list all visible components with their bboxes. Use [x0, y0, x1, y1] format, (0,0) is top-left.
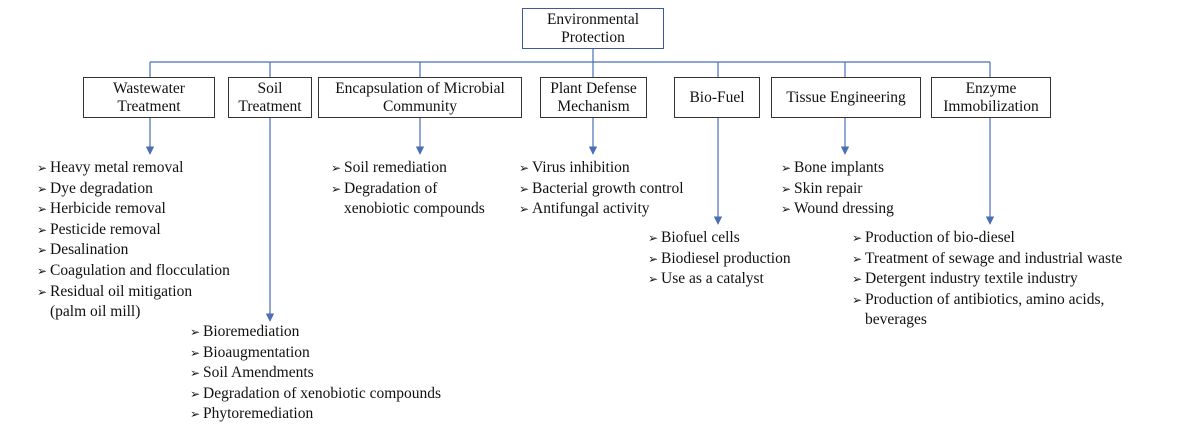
arrow-bullet-icon: ➢ [519, 181, 530, 196]
list-item: ➢Production of antibiotics, amino acids,… [852, 290, 1122, 331]
list-item: ➢Desalination [37, 240, 230, 261]
arrow-bullet-icon: ➢ [37, 222, 48, 237]
list-item: ➢Pesticide removal [37, 220, 230, 241]
list-item: ➢Dye degradation [37, 179, 230, 200]
node-soil-treatment: Soil Treatment [228, 77, 312, 118]
arrow-bullet-icon: ➢ [852, 272, 863, 287]
node-bio-fuel-label: Bio-Fuel [689, 88, 745, 106]
list-plant-defense: ➢Virus inhibition ➢Bacterial growth cont… [519, 158, 684, 220]
list-item: ➢Production of bio-diesel [852, 228, 1122, 249]
list-wastewater: ➢Heavy metal removal ➢Dye degradation ➢H… [37, 158, 230, 323]
list-item: ➢Degradation of xenobiotic compounds [190, 384, 441, 405]
arrow-bullet-icon: ➢ [852, 251, 863, 266]
arrow-bullet-icon: ➢ [190, 325, 201, 339]
list-item: ➢Bioremediation [190, 322, 441, 343]
node-soil-treatment-label: Soil Treatment [238, 79, 302, 115]
list-item: ➢Bioaugmentation [190, 343, 441, 364]
arrow-bullet-icon: ➢ [37, 263, 48, 278]
arrow-bullet-icon: ➢ [331, 181, 342, 196]
list-item: ➢Detergent industry textile industry [852, 269, 1122, 290]
node-plant-defense: Plant Defense Mechanism [540, 77, 647, 118]
node-plant-defense-label: Plant Defense Mechanism [550, 79, 637, 115]
node-encapsulation: Encapsulation of Microbial Community [318, 77, 522, 118]
list-item: ➢Antifungal activity [519, 199, 684, 220]
arrow-bullet-icon: ➢ [190, 386, 201, 401]
list-item: ➢Treatment of sewage and industrial wast… [852, 249, 1122, 270]
arrow-bullet-icon: ➢ [190, 345, 201, 360]
list-soil: ➢Bioremediation ➢Bioaugmentation ➢Soil A… [190, 322, 441, 425]
node-tissue-engineering-label: Tissue Engineering [786, 88, 906, 106]
arrow-bullet-icon: ➢ [781, 161, 792, 175]
arrow-bullet-icon: ➢ [37, 202, 48, 217]
node-wastewater-treatment: Wastewater Treatment [83, 77, 215, 118]
arrow-bullet-icon: ➢ [37, 243, 48, 258]
arrow-bullet-icon: ➢ [781, 202, 792, 217]
list-item: ➢Degradation of xenobiotic compounds [331, 179, 485, 220]
list-item: ➢Bacterial growth control [519, 179, 684, 200]
root-node-label: Environmental Protection [546, 10, 640, 46]
arrow-bullet-icon: ➢ [648, 272, 659, 287]
list-item: ➢Biodiesel production [648, 249, 791, 270]
list-item: ➢Coagulation and flocculation [37, 261, 230, 282]
list-item: ➢Herbicide removal [37, 199, 230, 220]
list-item: ➢Virus inhibition [519, 158, 684, 179]
list-encapsulation: ➢Soil remediation ➢Degradation of xenobi… [331, 158, 485, 220]
arrow-bullet-icon: ➢ [37, 181, 48, 196]
list-item: ➢Phytoremediation [190, 404, 441, 425]
list-item: ➢Skin repair [781, 179, 894, 200]
list-item: ➢Wound dressing [781, 199, 894, 220]
node-tissue-engineering: Tissue Engineering [771, 77, 921, 118]
arrow-bullet-icon: ➢ [331, 161, 342, 175]
arrow-bullet-icon: ➢ [781, 181, 792, 196]
list-item: ➢Soil Amendments [190, 363, 441, 384]
arrow-bullet-icon: ➢ [519, 202, 530, 217]
list-item: ➢Heavy metal removal [37, 158, 230, 179]
arrow-bullet-icon: ➢ [37, 284, 48, 299]
arrow-bullet-icon: ➢ [519, 161, 530, 175]
arrow-bullet-icon: ➢ [37, 161, 48, 175]
root-node: Environmental Protection [522, 8, 664, 49]
list-item: ➢Biofuel cells [648, 228, 791, 249]
list-item: ➢Soil remediation [331, 158, 485, 179]
arrow-bullet-icon: ➢ [648, 231, 659, 245]
arrow-bullet-icon: ➢ [190, 366, 201, 381]
list-item: ➢Residual oil mitigation (palm oil mill) [37, 282, 230, 323]
list-bio-fuel: ➢Biofuel cells ➢Biodiesel production ➢Us… [648, 228, 791, 290]
arrow-bullet-icon: ➢ [190, 407, 201, 422]
node-enzyme-immobilization: Enzyme Immobilization [931, 77, 1051, 118]
list-tissue: ➢Bone implants ➢Skin repair ➢Wound dress… [781, 158, 894, 220]
arrow-bullet-icon: ➢ [648, 251, 659, 266]
arrow-bullet-icon: ➢ [852, 231, 863, 245]
arrow-bullet-icon: ➢ [852, 292, 863, 307]
node-bio-fuel: Bio-Fuel [674, 77, 760, 118]
list-enzyme: ➢Production of bio-diesel ➢Treatment of … [852, 228, 1122, 331]
node-enzyme-immobilization-label: Enzyme Immobilization [943, 79, 1039, 115]
node-wastewater-treatment-label: Wastewater Treatment [113, 79, 185, 115]
list-item: ➢Use as a catalyst [648, 269, 791, 290]
list-item: ➢Bone implants [781, 158, 894, 179]
node-encapsulation-label: Encapsulation of Microbial Community [335, 79, 505, 115]
